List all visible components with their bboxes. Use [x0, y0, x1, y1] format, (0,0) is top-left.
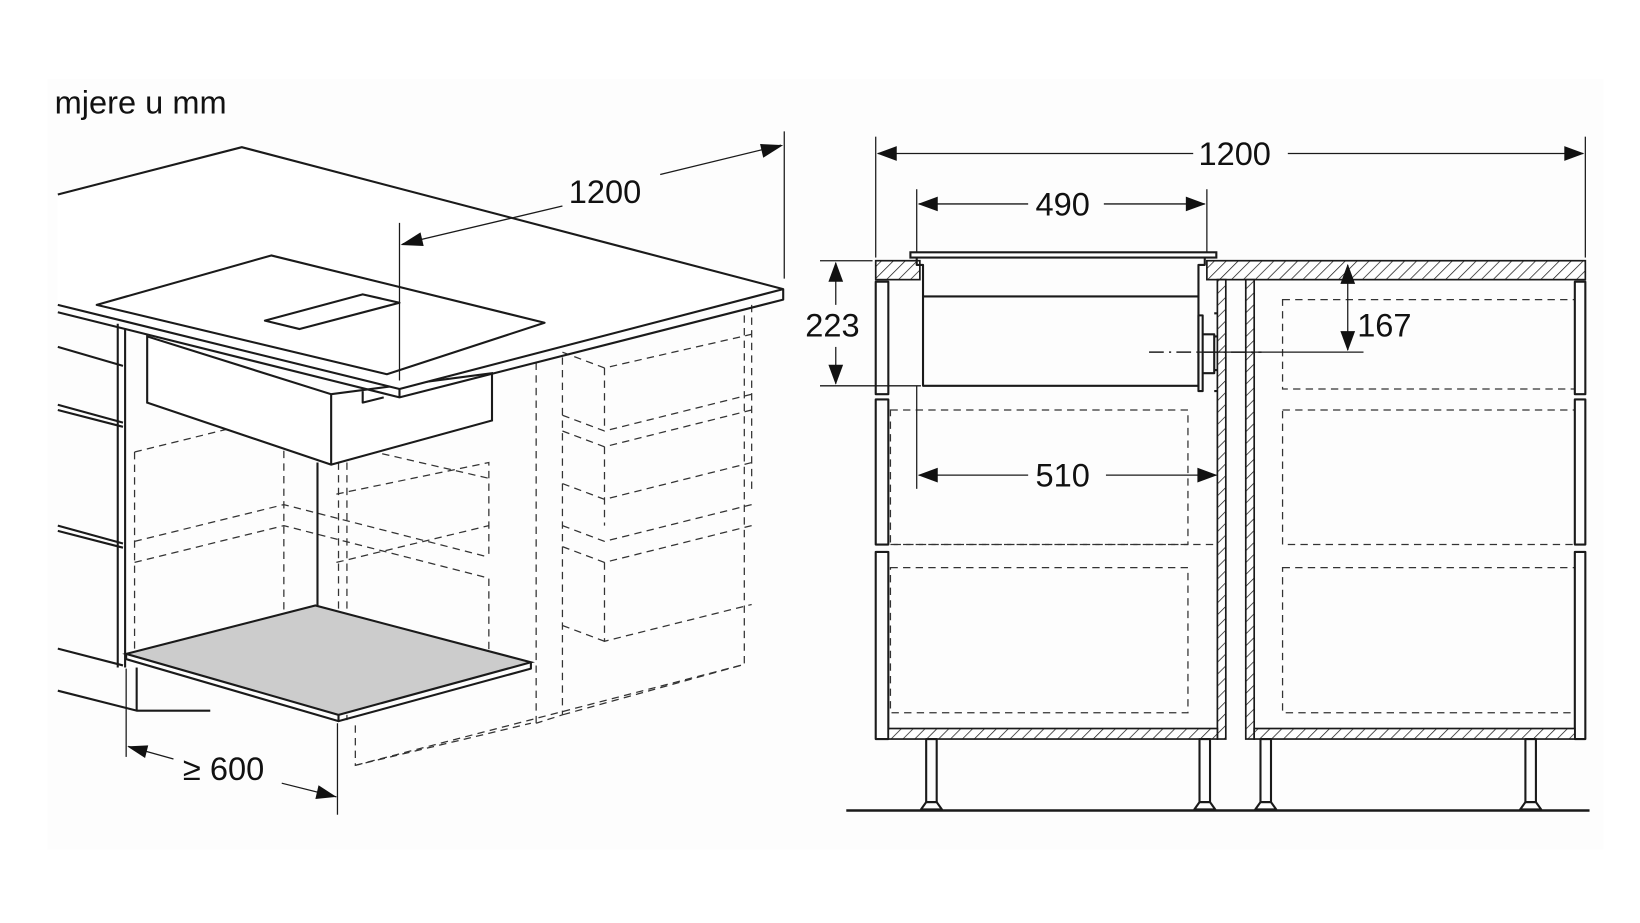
worktop-section-left [874, 259, 921, 281]
cabinet-sides [874, 278, 1587, 741]
isometric-view: 1200 ≥ 600 [57, 131, 785, 815]
dimension-duct-height: 167 [1198, 263, 1412, 353]
dimension-label-490: 490 [1036, 187, 1090, 223]
front-elevation-view: 1200 490 223 167 [805, 136, 1590, 812]
adjacent-cabinet [57, 323, 319, 712]
dimension-installation-depth: 223 [805, 260, 921, 387]
hidden-cabinet-lines [133, 304, 753, 767]
units-caption: mjere u mm [55, 85, 227, 121]
hob-glass [909, 251, 1218, 259]
worktop [57, 146, 785, 399]
dimension-label-510: 510 [1036, 458, 1090, 494]
dimension-label-1200: 1200 [1198, 136, 1270, 172]
dimension-label-223: 223 [805, 307, 859, 343]
dimension-label-clearance: ≥ 600 [183, 751, 264, 787]
extractor-unit-box [146, 334, 494, 466]
dimension-unit-width: 510 [916, 385, 1218, 494]
dimension-label-1200-iso: 1200 [569, 174, 641, 210]
dimension-label-167: 167 [1357, 307, 1411, 343]
dimension-overall-width: 1200 [875, 136, 1586, 258]
dimension-width-iso: 1200 [398, 131, 785, 381]
dimension-hob-width: 490 [916, 187, 1208, 253]
worktop-section-right [1206, 259, 1587, 281]
dimension-clearance: ≥ 600 [125, 668, 339, 815]
